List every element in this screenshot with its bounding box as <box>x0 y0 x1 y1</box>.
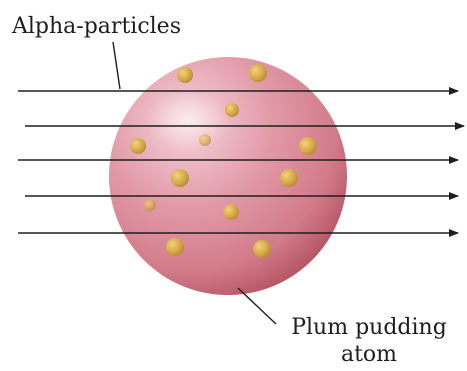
plum <box>253 240 271 258</box>
plum <box>280 169 298 187</box>
plum-pudding-leader-line <box>238 288 276 324</box>
plum <box>223 204 239 220</box>
plum-pudding-atom <box>109 57 347 295</box>
atom-highlight <box>146 90 230 150</box>
plum <box>199 134 211 146</box>
plum <box>177 67 193 83</box>
plum-pudding-label-line2: atom <box>341 342 397 367</box>
alpha-particles-leader-line <box>113 42 120 89</box>
plum <box>144 199 156 211</box>
plum <box>249 64 267 82</box>
plum-pudding-label-line1: Plum pudding <box>291 315 447 340</box>
plum-pudding-label-group: Plum pudding atom <box>238 288 447 367</box>
alpha-particles-label: Alpha-particles <box>11 14 181 39</box>
atom-sphere <box>109 57 347 295</box>
plum <box>171 169 189 187</box>
plum <box>166 238 184 256</box>
plum <box>299 137 317 155</box>
alpha-particles-label-group: Alpha-particles <box>11 14 181 89</box>
plum <box>225 103 239 117</box>
plum <box>130 138 146 154</box>
